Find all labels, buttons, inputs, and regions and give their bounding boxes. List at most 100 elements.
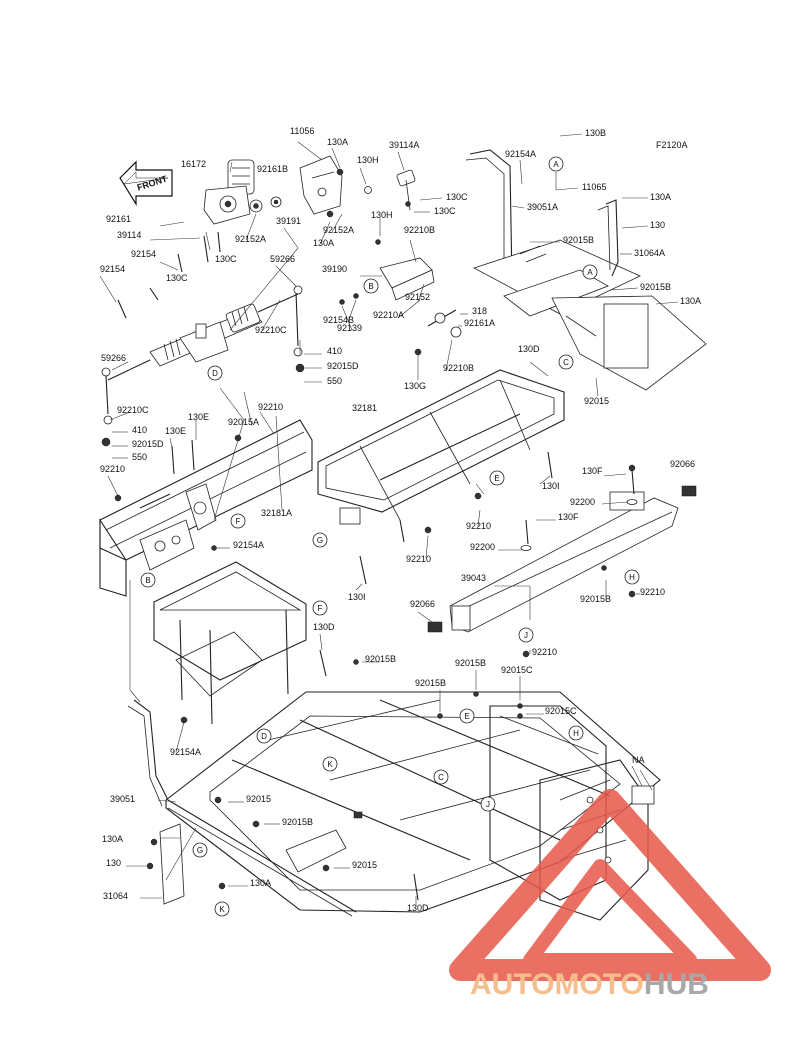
part-number-label: 92200 [570, 497, 595, 507]
part-number-label: 318 [472, 306, 487, 316]
reference-circle-ring [489, 470, 505, 486]
part-number-label: NA [632, 755, 645, 765]
reference-letter: D [261, 732, 267, 741]
part-number-label: 31064 [103, 891, 128, 901]
part-number-label: 92015B [580, 594, 611, 604]
part-number-label: 32181A [261, 508, 292, 518]
part-number-label: 550 [327, 376, 342, 386]
reference-letter: D [212, 369, 218, 378]
reference-circle-ring [558, 354, 574, 370]
part-number-label: 550 [132, 452, 147, 462]
reference-circle: H [624, 569, 640, 585]
part-number-label: 92152A [235, 234, 266, 244]
part-number-label: 92210C [117, 405, 149, 415]
part-number-label: 92210B [404, 225, 435, 235]
part-number-label: 39043 [461, 573, 486, 583]
reference-circle: G [312, 532, 328, 548]
reference-circle: A [548, 156, 564, 172]
cargo-bracket-39051a [465, 149, 707, 391]
part-number-label: 92154A [170, 747, 201, 757]
part-number-label: 92154B [323, 315, 354, 325]
part-number-label: 59266 [101, 353, 126, 363]
reference-circle-ring [459, 708, 475, 724]
reference-circle: J [518, 627, 534, 643]
part-number-label: 92210 [532, 647, 557, 657]
reference-circle-ring [322, 756, 338, 772]
reference-letter: E [464, 712, 469, 721]
part-number-label: 130 [650, 220, 665, 230]
reference-circle-ring [312, 532, 328, 548]
part-number-label: 39114 [117, 230, 141, 240]
reference-circle-ring [433, 769, 449, 785]
part-number-label: 92161A [464, 318, 495, 328]
reference-circle-ring [624, 569, 640, 585]
reference-letter: A [587, 268, 593, 277]
part-number-label: 92015B [455, 658, 486, 668]
reference-circle: D [256, 728, 272, 744]
bracket-11056 [299, 155, 372, 218]
reference-circle-ring [582, 264, 598, 280]
part-number-label: 130I [542, 481, 560, 491]
part-number-label: 59266 [270, 254, 295, 264]
part-number-label: 11065 [582, 182, 606, 192]
part-number-label: 130B [585, 128, 606, 138]
part-number-label: 130D [518, 344, 540, 354]
part-number-label: 130A [680, 296, 701, 306]
part-number-label: 92139 [337, 323, 362, 333]
part-number-label: 92210 [258, 402, 283, 412]
part-number-label: 130F [558, 512, 579, 522]
part-number-label: 130D [407, 903, 429, 913]
part-number-label: 92161B [257, 164, 288, 174]
reference-letter: F [318, 604, 323, 613]
part-number-label: 130C [166, 273, 188, 283]
part-number-label: 130A [313, 238, 334, 248]
reference-letter: J [524, 631, 528, 640]
part-number-label: 92200 [470, 542, 495, 552]
reference-circle: F [230, 513, 246, 529]
reference-circle-ring [568, 725, 584, 741]
part-number-label: 92210 [640, 587, 665, 597]
reference-circle: G [192, 842, 208, 858]
part-number-label: 92161 [106, 214, 131, 224]
reference-circle: D [207, 365, 223, 381]
reference-circle-ring [214, 901, 230, 917]
reference-circle: E [489, 470, 505, 486]
part-number-label: 92015B [415, 678, 446, 688]
part-number-label: 130H [357, 155, 379, 165]
part-number-label: 92015B [365, 654, 396, 664]
reference-letter: B [145, 576, 150, 585]
part-number-label: 130A [102, 834, 123, 844]
reference-letter: C [438, 773, 444, 782]
reference-circle-ring [207, 365, 223, 381]
reference-letter: E [494, 474, 499, 483]
diagram-code: F2120A [656, 140, 688, 150]
steering-rack [107, 293, 299, 381]
coupler-39114a [375, 169, 416, 245]
part-number-label: 39051A [527, 202, 558, 212]
front-arrow-icon: FRONT [119, 160, 173, 207]
part-number-label: 39114A [389, 140, 419, 150]
part-number-label: 92015B [563, 235, 594, 245]
part-number-label: 16172 [181, 159, 206, 169]
reference-circle: A [582, 264, 598, 280]
reference-circle: B [140, 572, 156, 588]
reference-circle-ring [140, 572, 156, 588]
part-number-label: 410 [132, 425, 147, 435]
part-number-label: 92015 [246, 794, 271, 804]
part-number-label: 92210 [466, 521, 491, 531]
watermark-triangle-icon [449, 789, 771, 981]
part-number-label: 92015D [327, 361, 359, 371]
front-frame-32181a [99, 419, 313, 597]
reference-letter: K [327, 760, 333, 769]
automotohub-watermark: AUTOMOTOHUB [449, 789, 771, 1001]
part-number-label: 39191 [276, 216, 301, 226]
reference-circle: E [459, 708, 475, 724]
part-number-label: 130C [434, 206, 456, 216]
part-number-label: 92015B [640, 282, 671, 292]
part-number-label: 92152 [405, 292, 430, 302]
part-number-label: 92154 [131, 249, 156, 259]
roll-cage-32181 [317, 369, 565, 585]
